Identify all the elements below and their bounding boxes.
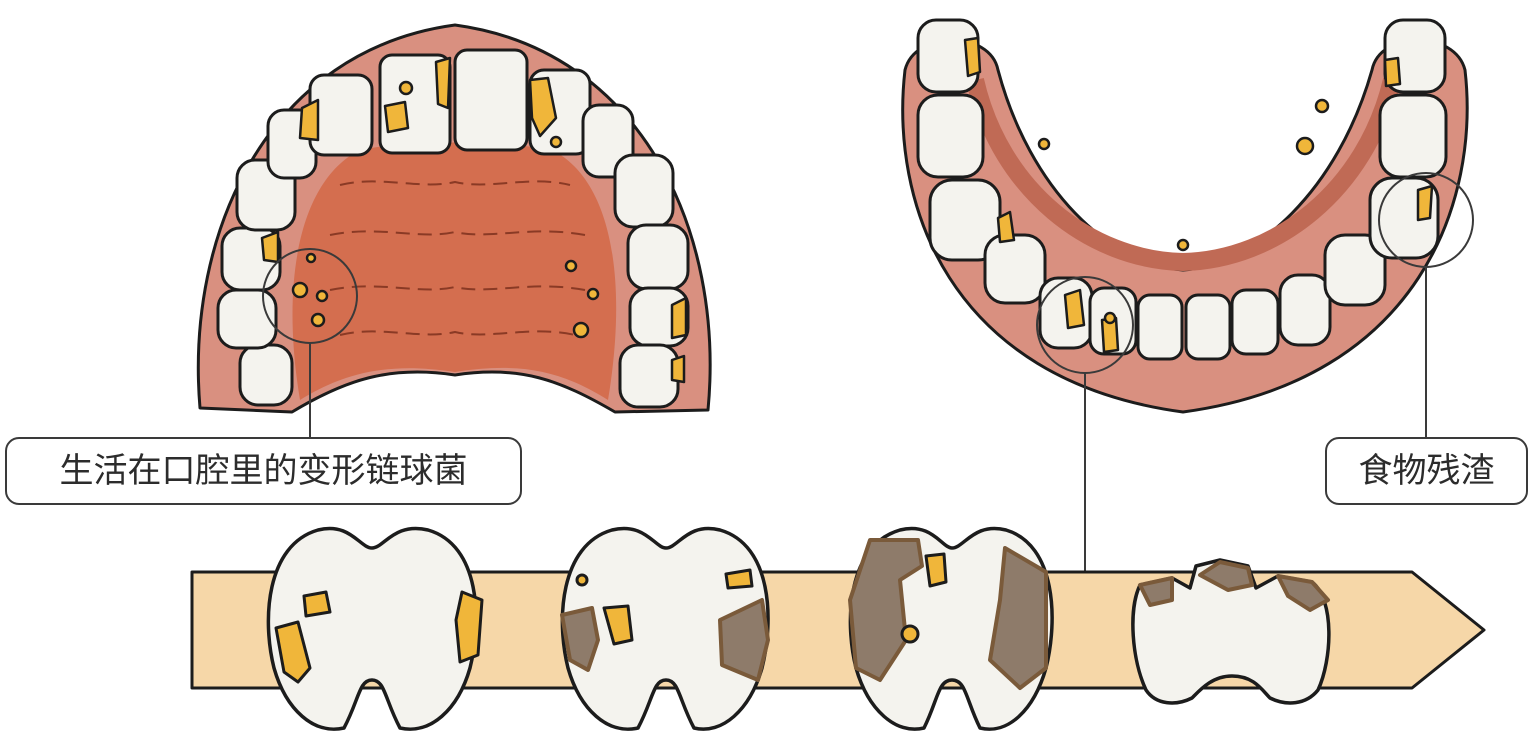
lower-plaque <box>963 36 1434 354</box>
bacteria-label: 生活在口腔里的变形链球菌 <box>5 437 522 505</box>
tooth-stage-1 <box>266 526 484 731</box>
tooth-stage-4 <box>1131 558 1331 705</box>
callout-markers <box>262 172 1474 575</box>
tooth-stage-2 <box>560 526 770 731</box>
lower-teeth <box>916 18 1448 361</box>
food-debris-label: 食物残渣 <box>1325 437 1528 505</box>
tooth-stage-3 <box>848 526 1054 731</box>
palate-ridges <box>329 180 586 336</box>
upper-palate <box>292 142 617 400</box>
floating-debris <box>1037 98 1330 325</box>
palate-debris <box>291 252 600 339</box>
upper-jaw <box>196 23 712 414</box>
upper-plaque <box>260 56 688 384</box>
lower-jaw <box>901 18 1469 414</box>
lower-inner-gum <box>966 77 1401 271</box>
